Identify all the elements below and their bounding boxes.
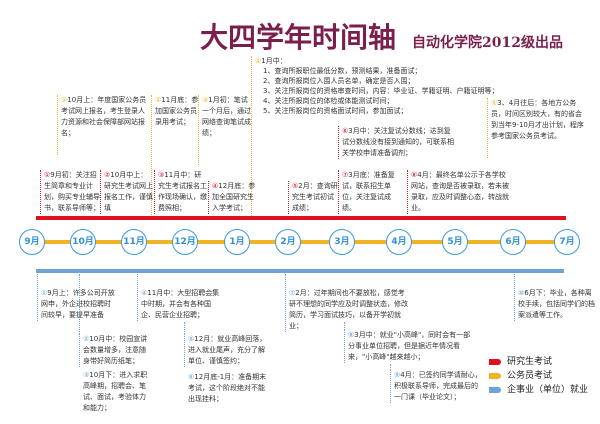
civil-item: ②11月底：参加国家公务员录用考试； bbox=[151, 95, 199, 215]
grad-item: ⑧4月：最终名单公示于各学校网站，查询是否被录取，若未被录取，应及时调整心态，转… bbox=[407, 170, 511, 214]
civil-item-jan-mid: ④1月中： 1、查询所报职位最低分数，预测结果，准备面试； 2、查询所报岗位入围… bbox=[251, 56, 498, 216]
civil-item: ⑤3、4月往后：各地方公务员，时间区别较大，有的省会到当年9-10月才出计划，程… bbox=[487, 98, 586, 158]
month-marker: 12月 bbox=[172, 229, 198, 255]
month-marker: 4月 bbox=[386, 229, 412, 255]
grad-item: ⑥3月中：关注复试分数线；达到复试分数线没有接到通知的，可联系相关学校申请准备调… bbox=[338, 126, 457, 159]
month-marker: 11月 bbox=[121, 229, 147, 255]
grad-exam-line bbox=[36, 216, 566, 220]
job-connector bbox=[184, 322, 190, 334]
grad-item: ⑦3月底：准备复试，联系招生单位，关注复试成绩。 bbox=[338, 170, 404, 214]
grad-item: ③11月中：研究生考试报名工作现场确认，缴费照相； bbox=[154, 170, 208, 214]
month-marker: 9月 bbox=[19, 229, 45, 255]
month-marker: 2月 bbox=[275, 229, 301, 255]
legend-swatch bbox=[489, 372, 501, 379]
legend-item-civil: 公务员考试 bbox=[489, 368, 552, 381]
job-connector bbox=[79, 274, 85, 334]
month-marker: 10月 bbox=[70, 229, 96, 255]
job-item: ⑧3月中：就业"小高峰"，同时会有一部分事业单位招聘，但是据近年情况看来，"小高… bbox=[344, 330, 473, 363]
month-marker: 1月 bbox=[224, 229, 250, 255]
job-item: ⑥12月底-1月：准备期末考试，这个阶段绝对不能出现挂科； bbox=[188, 373, 267, 403]
job-item: ③10月下：进入求职高峰期，招聘会、笔试、面试，考验体力和能力； bbox=[83, 371, 148, 412]
legend-swatch bbox=[489, 386, 501, 393]
employment-line bbox=[36, 269, 564, 273]
job-item: ①9月上：许多公司开放网申，外企进校招聘时间较早，要提早准备 bbox=[37, 274, 117, 321]
month-marker: 6月 bbox=[500, 229, 526, 255]
subtitle: 自动化学院2012级出品 bbox=[412, 35, 563, 51]
grad-item: ⑤2月：查询研究生考试初试成绩； bbox=[288, 181, 338, 214]
grad-item: ④12月底：参加全国研究生入学考试； bbox=[208, 181, 258, 214]
job-item: ②10月中：校园宣讲会数量增多，注意随身带好简历纸笔； bbox=[79, 334, 149, 367]
job-connector bbox=[390, 364, 396, 370]
legend-swatch bbox=[489, 358, 501, 365]
legend-item-grad: 研究生考试 bbox=[489, 354, 552, 367]
job-item: ⑦2月：过年期间也不要放松，感觉考研不理想的同学应及时调整状态，修改简历，学习面… bbox=[285, 274, 409, 332]
page-title: 大四学年时间轴 bbox=[200, 21, 397, 54]
job-item: ⑨4月：已签约同学请耐心，积极联系导师，完成最后的一门课（毕业论文）； bbox=[390, 370, 484, 403]
job-item: ⑩6月下：毕业，各种离校手续，包括同学们的档案派遣等工作。 bbox=[514, 274, 598, 321]
job-item: ④11月中：大型招聘会集中时期，并会有各种国企、民营企业招聘； bbox=[137, 274, 223, 321]
civil-item: ①10月上：年度国家公务员考试网上报名，考生登录人力资源和社会保障部网站报名； bbox=[57, 95, 151, 155]
month-marker: 7月 bbox=[554, 229, 580, 255]
civil-item: ③1月初：笔试一个月后，通过网络查询笔试成绩； bbox=[198, 95, 252, 165]
month-marker: 5月 bbox=[442, 229, 468, 255]
legend-item-job: 企事业（单位）就业 bbox=[489, 382, 588, 395]
job-connector bbox=[344, 322, 350, 330]
grad-item: ②10月中上：研究生考试网上报名工作，谨慎填 bbox=[100, 170, 154, 214]
month-marker: 3月 bbox=[329, 229, 355, 255]
job-item: ⑤12月：就业高峰回落，进入就业尾声，充分了解单位、谨慎签约； bbox=[184, 334, 268, 367]
grad-item: ①9月初：关注招生简章和专业计划，购买专业辅导书，联系导师等； bbox=[40, 170, 100, 214]
